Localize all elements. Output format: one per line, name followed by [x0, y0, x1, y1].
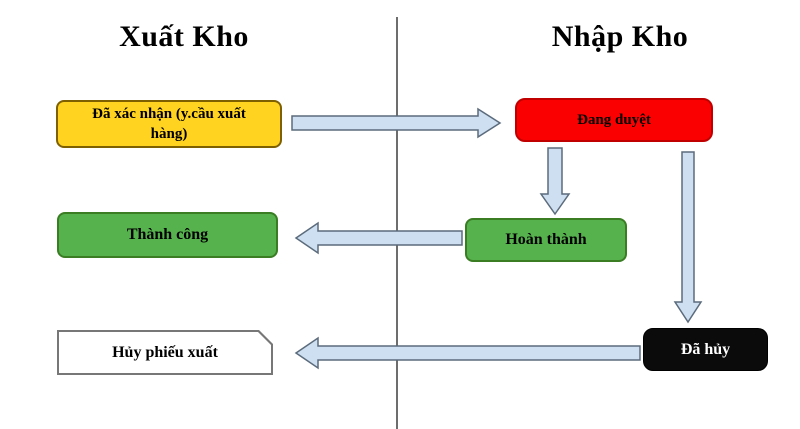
node-label: Đã hủy [680, 340, 731, 358]
node-completed: Hoàn thành [465, 218, 627, 262]
snipped-corner-shape [59, 332, 271, 373]
arrow-cancelled-to-cancel-export [294, 336, 641, 370]
node-pending-approval: Đang duyệt [515, 98, 713, 142]
node-label: Đang duyệt [577, 111, 651, 128]
arrow-approving-to-cancelled [673, 151, 703, 324]
arrow-approving-to-completed [539, 147, 571, 216]
column-title-import: Nhập Kho [551, 20, 689, 53]
node-cancel-export-slip: Hủy phiếu xuất [57, 330, 273, 375]
node-label: Đã xác nhận (y.cầu xuất hàng) [92, 105, 246, 142]
node-cancelled: Đã hủy [643, 328, 768, 371]
node-success: Thành công [57, 212, 278, 258]
arrow-completed-to-success [294, 221, 463, 255]
node-confirmed-export-request: Đã xác nhận (y.cầu xuất hàng) [56, 100, 282, 148]
node-label: Hủy phiếu xuất [112, 343, 218, 361]
node-label: Thành công [126, 226, 209, 244]
node-label: Hoàn thành [505, 231, 587, 249]
column-title-export: Xuất Kho [119, 20, 249, 53]
arrow-confirmed-to-approving [291, 107, 502, 139]
